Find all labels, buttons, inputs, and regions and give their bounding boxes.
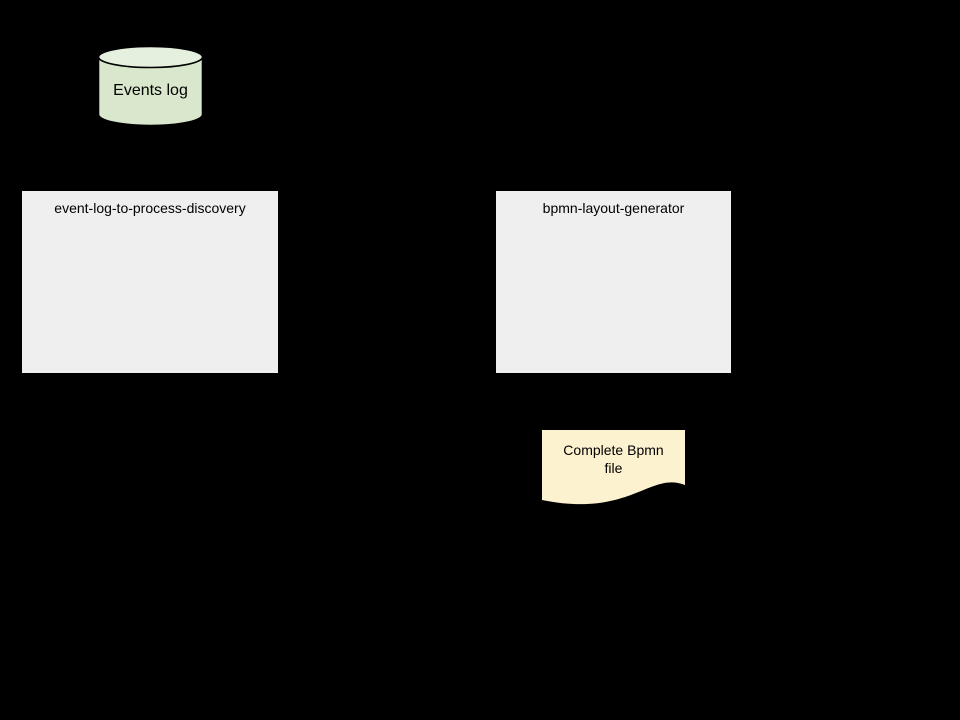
document-shape-icon: [542, 430, 685, 505]
node-label-bpmn-layout-generator: bpmn-layout-generator: [542, 200, 685, 216]
node-label-complete-bpmn-file: Complete Bpmn file: [542, 441, 685, 477]
node-event-log-to-process-discovery[interactable]: event-log-to-process-discovery: [22, 191, 278, 373]
doc-label-line-2: file: [604, 460, 623, 476]
node-bpmn-layout-generator[interactable]: bpmn-layout-generator: [496, 191, 731, 373]
database-cylinder-icon: [97, 45, 204, 127]
node-label-events-log: Events log: [113, 82, 188, 99]
node-label-event-log-to-process-discovery: event-log-to-process-discovery: [54, 200, 246, 216]
node-complete-bpmn-file[interactable]: Complete Bpmn file: [542, 430, 685, 506]
node-events-log[interactable]: Events log: [97, 45, 204, 127]
doc-label-line-1: Complete Bpmn: [563, 442, 664, 458]
